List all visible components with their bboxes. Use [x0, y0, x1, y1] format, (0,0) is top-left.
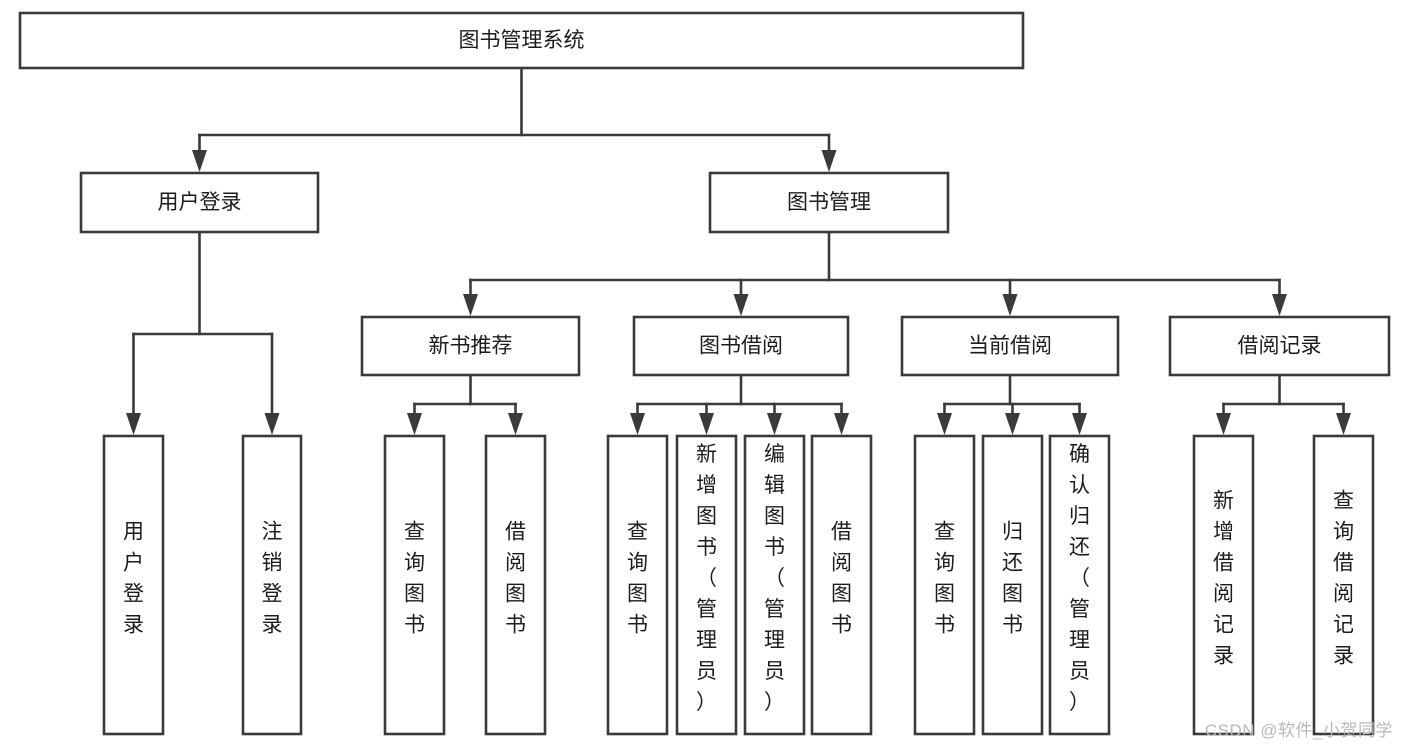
node-leaf-confirm-return[interactable]: 确认归还（管理员）: [1048, 434, 1111, 736]
node-leaf-query-record[interactable]: 查询借阅记录: [1312, 434, 1375, 736]
node-label-leaf-borrow-book: 借阅图书: [831, 521, 852, 637]
node-label-user-login: 用户登录: [158, 191, 242, 214]
node-label-leaf-query-book-cur: 查询图书: [934, 521, 955, 637]
node-book-manage[interactable]: 图书管理: [708, 171, 950, 234]
node-label-leaf-user-login: 用户登录: [123, 521, 144, 637]
node-user-login[interactable]: 用户登录: [79, 171, 320, 234]
node-leaf-borrow-book[interactable]: 借阅图书: [810, 434, 873, 736]
node-book-borrow[interactable]: 图书借阅: [632, 315, 850, 377]
node-label-leaf-query-book-rec: 查询图书: [404, 521, 425, 637]
node-leaf-return-book[interactable]: 归还图书: [981, 434, 1044, 736]
node-root[interactable]: 图书管理系统: [18, 11, 1025, 70]
node-leaf-edit-book[interactable]: 编辑图书（管理员）: [743, 434, 806, 736]
connector-group-root: [192, 66, 837, 172]
node-borrow-record[interactable]: 借阅记录: [1168, 315, 1391, 377]
node-label-borrow-record: 借阅记录: [1238, 335, 1322, 358]
node-leaf-query-book-rec[interactable]: 查询图书: [383, 434, 446, 736]
node-label-book-manage: 图书管理: [787, 191, 871, 214]
connector-group-book-manage: [463, 230, 1287, 316]
connector-group-user-login: [126, 230, 280, 435]
node-leaf-borrow-book-rec[interactable]: 借阅图书: [484, 434, 547, 736]
node-label-new-book-recommend: 新书推荐: [429, 335, 513, 358]
node-label-leaf-logout: 注销登录: [262, 521, 283, 637]
node-label-leaf-query-book-borrow: 查询图书: [627, 521, 648, 637]
node-current-borrow[interactable]: 当前借阅: [900, 315, 1120, 377]
node-label-leaf-add-book: 新增图书（管理员）: [696, 443, 717, 714]
node-leaf-add-book[interactable]: 新增图书（管理员）: [675, 434, 738, 736]
connector-group-current-borrow: [937, 373, 1087, 435]
node-leaf-user-login[interactable]: 用户登录: [102, 434, 165, 736]
node-label-book-borrow: 图书借阅: [699, 335, 783, 358]
watermark-text: CSDN @软件_小贺同学: [1204, 721, 1393, 740]
node-leaf-query-book-borrow[interactable]: 查询图书: [606, 434, 669, 736]
node-label-leaf-return-book: 归还图书: [1002, 521, 1023, 637]
node-label-leaf-confirm-return: 确认归还（管理员）: [1069, 443, 1090, 714]
node-layer: 图书管理系统用户登录图书管理新书推荐图书借阅当前借阅借阅记录用户登录注销登录查询…: [18, 11, 1391, 736]
node-leaf-logout[interactable]: 注销登录: [241, 434, 303, 736]
node-label-root: 图书管理系统: [459, 29, 585, 52]
connector-group-borrow-record: [1216, 373, 1351, 435]
node-leaf-query-book-cur[interactable]: 查询图书: [913, 434, 976, 736]
node-new-book-recommend[interactable]: 新书推荐: [360, 315, 581, 377]
connector-group-book-borrow: [630, 373, 849, 435]
node-leaf-add-record[interactable]: 新增借阅记录: [1192, 434, 1255, 736]
node-label-leaf-edit-book: 编辑图书（管理员）: [764, 443, 785, 714]
node-label-leaf-add-record: 新增借阅记录: [1213, 490, 1234, 668]
connector-group-new-book-recommend: [407, 373, 523, 435]
node-label-leaf-borrow-book-rec: 借阅图书: [505, 521, 526, 637]
node-label-current-borrow: 当前借阅: [968, 335, 1052, 358]
node-label-leaf-query-record: 查询借阅记录: [1333, 490, 1354, 668]
connector-layer: [126, 66, 1351, 435]
